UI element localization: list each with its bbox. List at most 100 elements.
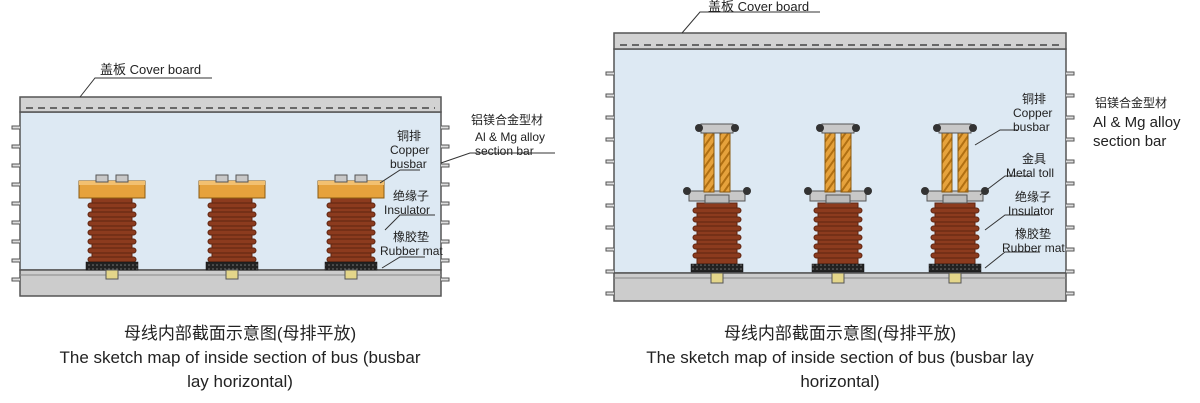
- left-insulator-en-label: Insulator: [384, 203, 430, 217]
- insulator-shed: [930, 234, 980, 241]
- rubber-mat: [85, 261, 139, 271]
- left-cover-board-label: 盖板 Cover board: [100, 62, 201, 77]
- insulator-shed: [87, 211, 137, 218]
- bolt-clamp: [334, 174, 348, 183]
- left-insulator-stack-3: [317, 174, 385, 280]
- side-rib: [1066, 225, 1075, 230]
- base-bolt: [948, 272, 962, 284]
- left-copper-cn-label: 铜排: [397, 128, 421, 143]
- right-metal-en-label: Metal toll: [1006, 166, 1054, 180]
- insulator-shed: [930, 207, 980, 214]
- bolt-clamp: [215, 174, 229, 183]
- side-rib: [1066, 159, 1075, 164]
- right-metal-cn-label: 金具: [1022, 151, 1046, 166]
- left-alloy-en-label-2: section bar: [475, 144, 534, 158]
- base-bolt: [710, 272, 724, 284]
- fitting-bolt: [683, 187, 691, 195]
- insulator-shed: [692, 252, 742, 259]
- insulator-shed: [930, 216, 980, 223]
- bolt-clamp: [115, 174, 129, 183]
- fitting-bolt: [921, 187, 929, 195]
- right-side-ribs: [605, 71, 1075, 296]
- insulator-shed: [813, 243, 863, 250]
- side-rib: [605, 159, 614, 164]
- insulator-shed: [813, 207, 863, 214]
- clamp-bolt: [816, 124, 824, 132]
- insulator-shed: [207, 202, 257, 209]
- side-rib: [605, 269, 614, 274]
- side-rib: [11, 201, 20, 206]
- fitting-neck: [825, 194, 851, 204]
- insulator-shed: [326, 256, 376, 263]
- insulator-shed: [326, 247, 376, 254]
- bolt-clamp: [95, 174, 109, 183]
- right-insulator-cn-label: 绝缘子: [1015, 189, 1051, 204]
- left-insulator-stack-2: [198, 174, 266, 280]
- insulator-shed: [87, 247, 137, 254]
- side-rib: [441, 220, 450, 225]
- base-bolt: [344, 269, 358, 280]
- busbar-highlight: [318, 181, 384, 185]
- clamp-bolt: [695, 124, 703, 132]
- left-insulator-stack-1: [78, 174, 146, 280]
- left-insulator-stacks: [78, 174, 385, 280]
- right-caption: 母线内部截面示意图(母排平放) The sketch map of inside…: [600, 322, 1080, 394]
- right-insulator-stack-2: [804, 123, 872, 284]
- base-bolt: [105, 269, 119, 280]
- insulator-shed: [930, 252, 980, 259]
- fitting-bolt: [864, 187, 872, 195]
- side-rib: [605, 71, 614, 76]
- insulator-shed: [813, 225, 863, 232]
- left-copper-en-label-2: busbar: [390, 157, 427, 171]
- insulator-shed: [813, 234, 863, 241]
- busbar-highlight: [199, 181, 265, 185]
- busbar-highlight: [79, 181, 145, 185]
- insulator-shed: [326, 220, 376, 227]
- right-cover-board: [613, 32, 1067, 50]
- insulator-shed: [326, 202, 376, 209]
- side-rib: [605, 93, 614, 98]
- insulator-shed: [207, 247, 257, 254]
- left-alloy-cn-label: 铝镁合金型材: [471, 112, 543, 127]
- copper-busbar-vertical: [719, 127, 731, 193]
- right-alloy-en-label-1: Al & Mg alloy: [1093, 114, 1181, 131]
- bolt-clamp: [235, 174, 249, 183]
- fitting-bolt: [743, 187, 751, 195]
- insulator-shed: [87, 256, 137, 263]
- side-rib: [1066, 137, 1075, 142]
- side-rib: [605, 203, 614, 208]
- rubber-mat: [324, 261, 378, 271]
- left-alloy-en-label-1: Al & Mg alloy: [475, 130, 545, 144]
- copper-busbar-vertical: [941, 127, 953, 193]
- side-rib: [441, 163, 450, 168]
- side-rib: [441, 125, 450, 130]
- left-insulator-cn-label: 绝缘子: [393, 188, 429, 203]
- left-caption-en-1: The sketch map of inside section of bus …: [59, 348, 421, 367]
- copper-busbar-vertical: [824, 127, 836, 193]
- insulator-shed: [87, 202, 137, 209]
- left-rubber-cn-label: 橡胶垫: [393, 229, 429, 244]
- top-clamp: [700, 123, 734, 134]
- right-caption-en-1: The sketch map of inside section of bus …: [646, 348, 1034, 367]
- right-alloy-en-label-2: section bar: [1093, 133, 1166, 150]
- fitting-neck: [942, 194, 968, 204]
- insulator-shed: [207, 229, 257, 236]
- side-rib: [605, 115, 614, 120]
- rubber-mat: [928, 263, 982, 273]
- clamp-bolt: [731, 124, 739, 132]
- side-rib: [1066, 93, 1075, 98]
- right-rubber-en-label: Rubber mat: [1002, 241, 1065, 255]
- side-rib: [441, 258, 450, 263]
- side-rib: [11, 258, 20, 263]
- clamp-bolt: [852, 124, 860, 132]
- rubber-mat: [690, 263, 744, 273]
- insulator-shed: [930, 225, 980, 232]
- insulator-shed: [87, 220, 137, 227]
- right-insulator-stacks: [683, 123, 989, 284]
- left-caption: 母线内部截面示意图(母排平放) The sketch map of inside…: [30, 322, 450, 394]
- fitting-neck: [704, 194, 730, 204]
- right-diagram: 盖板 Cover board 铝镁合金型材 Al & Mg alloy sect…: [605, 0, 1181, 302]
- side-rib: [1066, 203, 1075, 208]
- side-rib: [11, 220, 20, 225]
- insulator-shed: [207, 211, 257, 218]
